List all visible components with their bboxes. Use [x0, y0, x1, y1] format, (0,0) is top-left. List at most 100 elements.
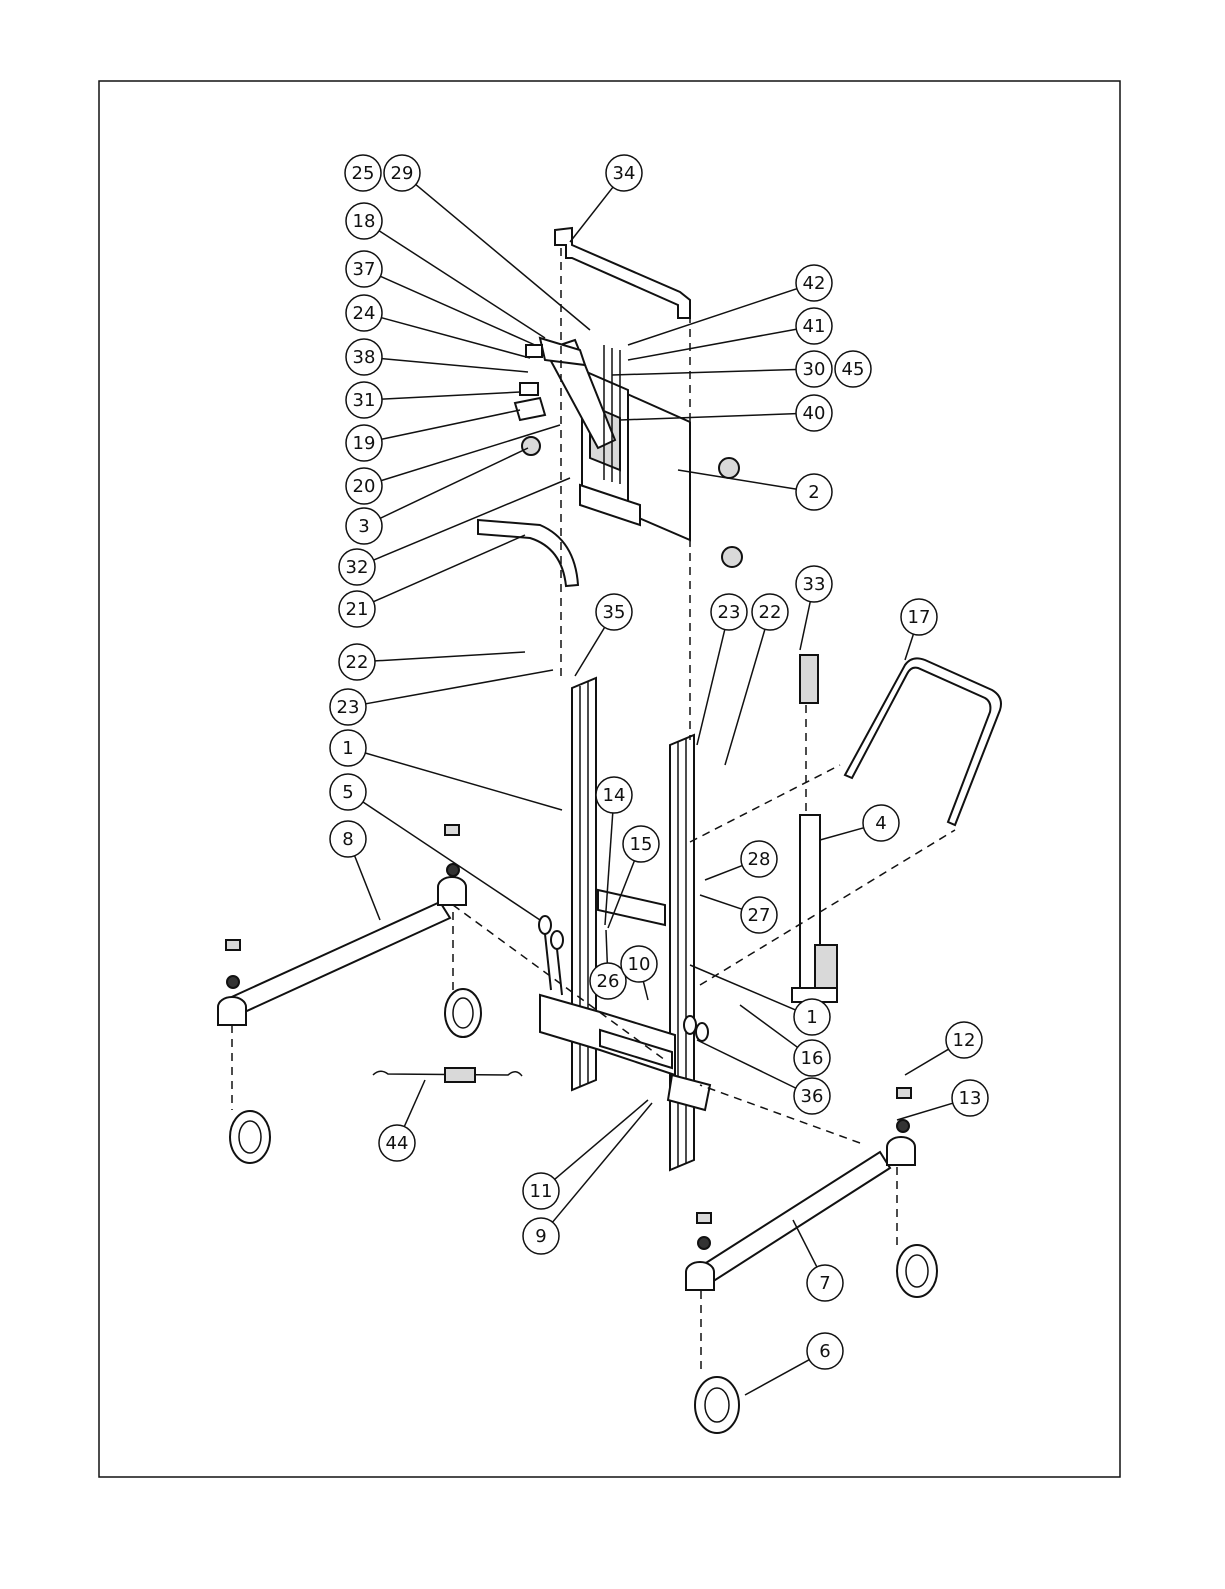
- callout-42: 42: [796, 265, 832, 301]
- right-cap-rear: [897, 1088, 911, 1098]
- callout-number: 17: [908, 607, 931, 628]
- eye-bolt-left-b: [551, 931, 563, 949]
- callout-41: 41: [796, 308, 832, 344]
- callout-23: 23: [711, 594, 747, 630]
- callout-11: 11: [523, 1173, 559, 1209]
- leader-line-11: [555, 1100, 648, 1179]
- clip-piece: [515, 398, 545, 420]
- leader-line-26: [606, 930, 607, 963]
- callout-number: 35: [603, 602, 626, 623]
- callout-number: 25: [352, 163, 375, 184]
- right-leg: [698, 1152, 890, 1282]
- callout-number: 30: [803, 359, 826, 380]
- leader-line-36: [697, 1040, 796, 1088]
- callout-32: 32: [339, 549, 375, 585]
- callout-34: 34: [606, 155, 642, 191]
- callout-number: 26: [597, 971, 620, 992]
- callout-18: 18: [346, 203, 382, 239]
- leader-line-13: [897, 1103, 953, 1120]
- callout-number: 41: [803, 316, 826, 337]
- leader-line-10: [643, 981, 648, 1000]
- callout-number: 3: [358, 516, 369, 537]
- callout-number: 42: [803, 273, 826, 294]
- left-cap-rear: [445, 825, 459, 835]
- callout-number: 36: [801, 1086, 824, 1107]
- left-nut-rear: [447, 864, 459, 876]
- guide-roller-lower: [722, 547, 742, 567]
- pump-handle: [845, 658, 1001, 825]
- right-nut-front: [698, 1237, 710, 1249]
- callout-number: 5: [342, 782, 353, 803]
- callout-number: 7: [819, 1273, 830, 1294]
- callout-number: 22: [759, 602, 782, 623]
- leader-line-16: [740, 1005, 798, 1047]
- callout-20: 20: [346, 468, 382, 504]
- callout-number: 11: [530, 1181, 553, 1202]
- callout-number: 18: [353, 211, 376, 232]
- callout-number: 16: [801, 1048, 824, 1069]
- leader-line-12: [905, 1049, 949, 1075]
- callout-30: 30: [796, 351, 832, 387]
- eye-bolt-right-b: [696, 1023, 708, 1041]
- leader-line-41: [628, 329, 796, 360]
- leader-line-37: [380, 276, 535, 345]
- eye-bolt-left-a: [539, 916, 551, 934]
- callout-number: 38: [353, 347, 376, 368]
- callout-35: 35: [596, 594, 632, 630]
- guide-block-upper: [526, 345, 542, 357]
- leader-line-33: [800, 602, 810, 650]
- leader-line-32: [374, 478, 570, 560]
- callout-number: 14: [603, 785, 626, 806]
- callout-36: 36: [794, 1078, 830, 1114]
- callout-4: 4: [863, 805, 899, 841]
- callout-37: 37: [346, 251, 382, 287]
- callout-number: 23: [718, 602, 741, 623]
- caster-left-rear: [445, 989, 481, 1037]
- curved-bracket: [478, 520, 578, 586]
- callout-25: 25: [345, 155, 381, 191]
- leader-line-22: [375, 652, 525, 661]
- callout-number: 20: [353, 476, 376, 497]
- right-cap-front: [697, 1213, 711, 1223]
- leader-line-24: [381, 318, 530, 358]
- callout-6: 6: [807, 1333, 843, 1369]
- callout-number: 12: [953, 1030, 976, 1051]
- callout-number: 4: [875, 813, 886, 834]
- callout-number: 15: [630, 834, 653, 855]
- guide-roller-upper: [719, 458, 739, 478]
- roller-wheel: [522, 437, 540, 455]
- callout-3: 3: [346, 508, 382, 544]
- callout-23: 23: [330, 689, 366, 725]
- callout-number: 2: [808, 482, 819, 503]
- leader-line-23: [366, 670, 553, 704]
- leader-line-1: [690, 965, 795, 1010]
- leader-line-22: [725, 629, 765, 765]
- callout-29: 29: [384, 155, 420, 191]
- callout-24: 24: [346, 295, 382, 331]
- callout-21: 21: [339, 591, 375, 627]
- leader-line-1: [365, 753, 562, 810]
- callout-number: 28: [748, 849, 771, 870]
- callout-9: 9: [523, 1218, 559, 1254]
- callout-40: 40: [796, 395, 832, 431]
- callout-45: 45: [835, 351, 871, 387]
- leader-line-6: [745, 1360, 809, 1395]
- callout-number: 6: [819, 1341, 830, 1362]
- callout-14: 14: [596, 777, 632, 813]
- left-leg: [225, 902, 450, 1015]
- latch-plate: [540, 338, 585, 365]
- callout-number: 29: [391, 163, 414, 184]
- callout-2: 2: [796, 474, 832, 510]
- callout-number: 27: [748, 905, 771, 926]
- callout-number: 21: [346, 599, 369, 620]
- callout-number: 8: [342, 829, 353, 850]
- leader-line-7: [793, 1220, 817, 1267]
- callout-5: 5: [330, 774, 366, 810]
- callout-number: 23: [337, 697, 360, 718]
- caster-right-rear: [897, 1245, 937, 1297]
- leader-line-18: [379, 231, 545, 338]
- callout-number: 31: [353, 390, 376, 411]
- callout-number: 44: [386, 1133, 409, 1154]
- callout-number: 34: [613, 163, 636, 184]
